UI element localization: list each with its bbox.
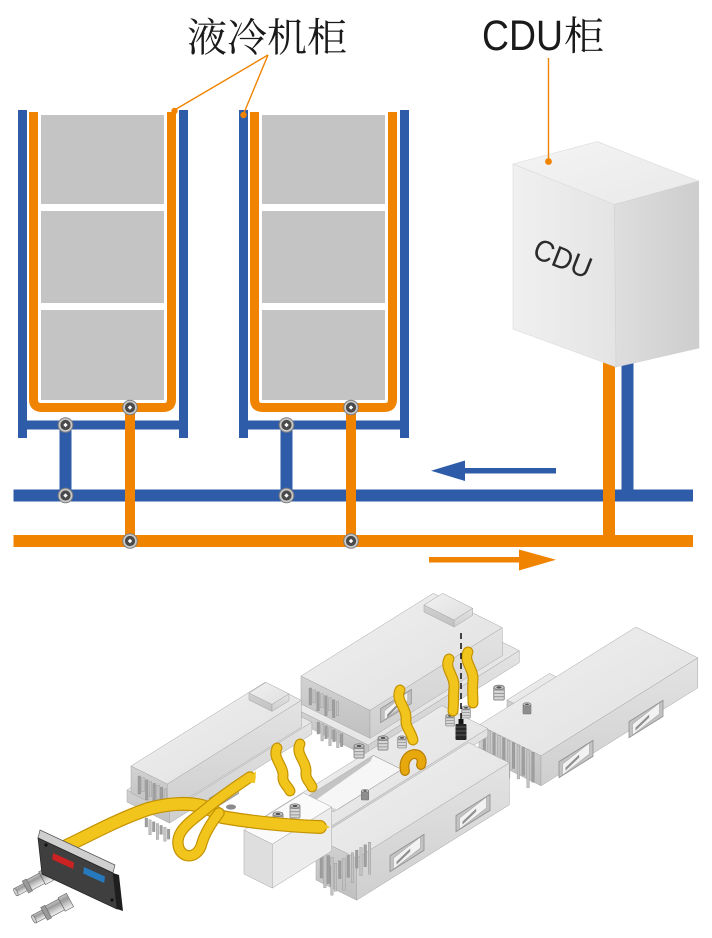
module-a-lid-tab: [423, 593, 474, 628]
cabinet-module: [262, 115, 385, 204]
vent-slot: [558, 739, 594, 779]
coolant-tube: [293, 738, 318, 793]
vent-slot: [628, 699, 664, 739]
labels-layer: CDU: [188, 13, 603, 60]
screw-fitting-icon: [289, 803, 301, 819]
leader-dot: [171, 107, 178, 115]
rack-cabinet-label: [188, 17, 346, 55]
leader-dot: [240, 111, 247, 119]
cabinet-module: [41, 310, 164, 400]
cdu-cabinet-label: CDU: [482, 13, 603, 60]
heatsink-fins: [308, 687, 340, 718]
liquid-cooled-cabinet-2: [239, 110, 409, 502]
cabinet-module: [41, 211, 164, 303]
black-plug: [455, 719, 467, 740]
cabinet-blue-bottom: [18, 420, 188, 430]
liquid-cooled-cabinet-1: [18, 110, 188, 502]
cabinet-module: [41, 115, 164, 204]
tube-tip: [318, 821, 330, 833]
cdu-blue-pipe: [621, 350, 634, 502]
cabinet-orange-loop: [29, 112, 176, 412]
dashed-insert-line: [455, 633, 467, 740]
shutoff-valve-icon: [122, 533, 138, 549]
cabinet-blue-rail: [239, 110, 248, 438]
blue-flow-arrow: [431, 460, 556, 481]
cabinet-blue-drop: [59, 429, 72, 502]
glyph-path: [188, 17, 226, 55]
screw-fitting-icon: [377, 735, 389, 751]
cabinet-blue-rail: [400, 110, 409, 438]
cdu-box: CDU: [512, 141, 700, 368]
glyph-path: [228, 17, 267, 55]
connector-plate-edge: [113, 873, 123, 911]
module-c-lid-tab: [248, 682, 290, 712]
rack-leader-line-1: [174, 54, 269, 111]
coolant-tube: [393, 684, 419, 746]
screw-fitting-icon: [445, 713, 455, 727]
leader-dot: [545, 158, 552, 165]
screw-fitting-icon: [353, 743, 365, 759]
heatsink-fins: [316, 721, 344, 748]
connector-blue-label: [83, 867, 105, 883]
cabinet-orange-drop: [346, 412, 356, 547]
shutoff-valve-icon: [278, 417, 295, 433]
coolant-tube: [442, 653, 460, 717]
screw-fitting-icon: [461, 705, 471, 719]
shutoff-valve-icon: [278, 487, 295, 504]
vent-slot: [455, 793, 491, 833]
coolant-tube: [461, 646, 479, 709]
connector-red-label: [52, 853, 74, 869]
coolant-tube: [399, 749, 427, 776]
shutoff-valve-icon: [343, 399, 359, 416]
cdu-cabinet-label-latin: CDU: [482, 13, 563, 60]
heatsink-fins: [144, 817, 171, 842]
leader-lines: [171, 54, 552, 165]
cabinet-blue-bottom: [239, 420, 409, 430]
coldplate-module-d: [243, 705, 510, 901]
vent-slot: [389, 833, 425, 873]
cabinet-module: [262, 211, 385, 303]
glyph-path: [268, 18, 306, 55]
screw-fitting-icon: [493, 684, 505, 701]
glyph-path: [565, 16, 603, 54]
coolant-tubes: [51, 646, 479, 862]
cdu-orange-pipe: [603, 360, 615, 547]
coolant-tube: [270, 742, 296, 797]
cabinet-blue-rail: [18, 110, 27, 438]
shutoff-valve-icon: [343, 533, 359, 549]
coolant-tube: [172, 771, 256, 862]
cabinet-blue-rail: [179, 110, 188, 438]
screw-fitting-icon: [397, 735, 407, 749]
shutoff-valve-icon: [57, 417, 74, 433]
rack-leader-line-2: [242, 54, 269, 115]
quick-connector: [13, 829, 123, 924]
cabinet-blue-drop: [280, 429, 293, 502]
connector-plug: [31, 892, 75, 924]
tube-tip: [246, 771, 256, 783]
screw-fitting-icon: [360, 789, 370, 801]
screw-fitting-icon: [522, 702, 532, 715]
coldplate-assembly-illustration: [13, 593, 699, 924]
cabinet-module: [262, 310, 385, 400]
glyph-path: [308, 17, 346, 55]
shutoff-valve-icon: [57, 487, 74, 504]
piping-schematic: CDU: [13, 54, 700, 571]
cabinet-orange-loop: [250, 112, 397, 412]
cdu-cabinet-label-cjk: [565, 16, 603, 54]
orange-flow-arrow: [429, 549, 556, 571]
shutoff-valve-icon: [122, 399, 138, 416]
cdu-box-side: [614, 180, 700, 368]
cabinet-orange-drop: [125, 412, 135, 547]
